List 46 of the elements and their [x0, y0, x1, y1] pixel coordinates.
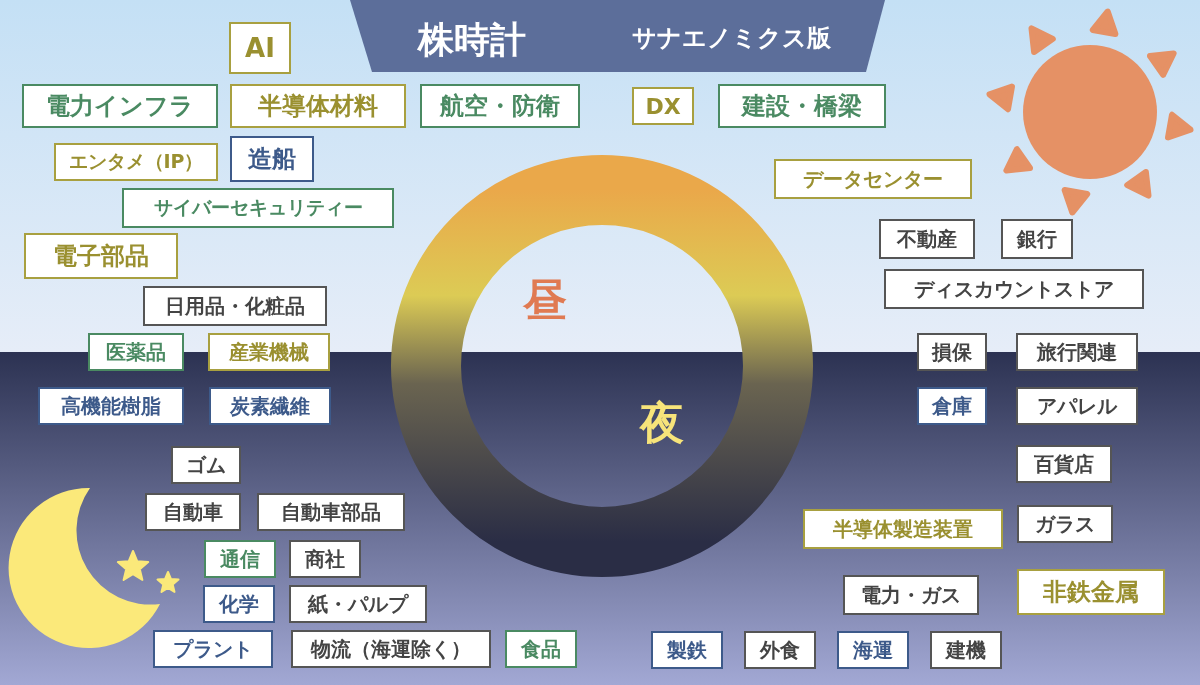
sector-box: 医薬品	[88, 333, 184, 371]
sector-box: 物流（海運除く）	[291, 630, 491, 668]
sector-box: 銀行	[1001, 219, 1073, 259]
sector-box: 通信	[204, 540, 276, 578]
sector-box: ディスカウントストア	[884, 269, 1144, 309]
sector-box: 製鉄	[651, 631, 723, 669]
sector-box: 外食	[744, 631, 816, 669]
sector-box: 旅行関連	[1016, 333, 1138, 371]
sector-box: 炭素繊維	[209, 387, 331, 425]
sector-box: 造船	[230, 136, 314, 182]
sector-box: 化学	[203, 585, 275, 623]
sector-box: 電力インフラ	[22, 84, 218, 128]
sector-box: 不動産	[879, 219, 975, 259]
sector-box: ゴム	[171, 446, 241, 484]
sector-box: アパレル	[1016, 387, 1138, 425]
sector-box: ガラス	[1017, 505, 1113, 543]
night-label: 夜	[640, 395, 684, 450]
sector-box: 百貨店	[1016, 445, 1112, 483]
sector-box: 電子部品	[24, 233, 178, 279]
subtitle: サナエノミクス版	[632, 23, 831, 54]
sector-box: 航空・防衛	[420, 84, 580, 128]
sector-box: サイバーセキュリティー	[122, 188, 394, 228]
sector-box: 高機能樹脂	[38, 387, 184, 425]
sector-box: エンタメ（IP）	[54, 143, 218, 181]
sector-box: 電力・ガス	[843, 575, 979, 615]
day-label: 昼	[523, 272, 567, 327]
sector-box: 半導体製造装置	[803, 509, 1003, 549]
sector-box: 非鉄金属	[1017, 569, 1165, 615]
sector-box: 自動車	[145, 493, 241, 531]
sector-box: DX	[632, 87, 694, 125]
sector-box: 倉庫	[917, 387, 987, 425]
sector-box: 商社	[289, 540, 361, 578]
sector-box: 損保	[917, 333, 987, 371]
sector-box: AI	[229, 22, 291, 74]
sector-box: 半導体材料	[230, 84, 406, 128]
sector-box: 建設・橋梁	[718, 84, 886, 128]
sector-box: 自動車部品	[257, 493, 405, 531]
sector-box: 食品	[505, 630, 577, 668]
sector-box: データセンター	[774, 159, 972, 199]
title: 株時計	[418, 18, 526, 62]
sector-box: 建機	[930, 631, 1002, 669]
sector-box: プラント	[153, 630, 273, 668]
sector-box: 紙・パルプ	[289, 585, 427, 623]
sector-box: 海運	[837, 631, 909, 669]
sector-box: 日用品・化粧品	[143, 286, 327, 326]
sector-box: 産業機械	[208, 333, 330, 371]
